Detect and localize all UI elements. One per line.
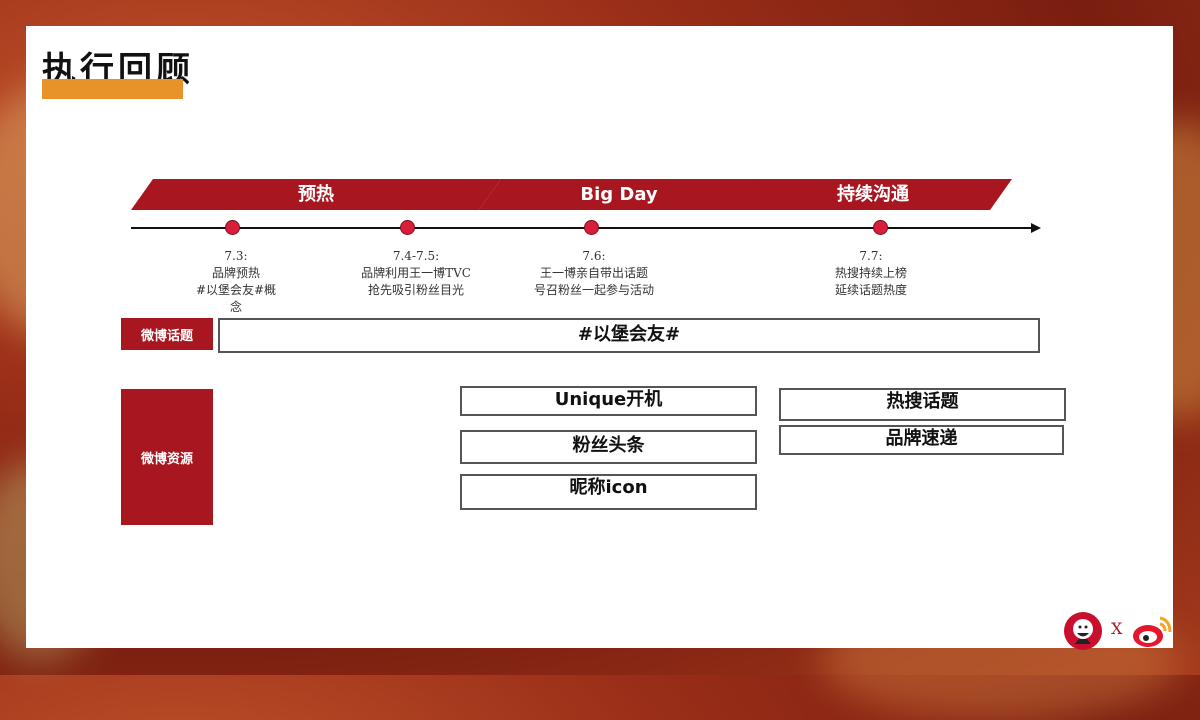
timeline-axis	[131, 227, 1033, 229]
phase-banner-shape	[131, 179, 501, 210]
phase-banner-shape	[734, 179, 1012, 210]
event-line: 号召粉丝一起参与活动	[533, 283, 654, 297]
timeline-event: 7.4-7.5: 品牌利用王一博TVC 抢先吸引粉丝目光	[336, 248, 496, 299]
phase-banner-preheat: 预热	[131, 179, 501, 210]
phase-banner-shape	[479, 179, 759, 210]
timeline-dot	[400, 220, 415, 235]
timeline-dot	[873, 220, 888, 235]
slide-canvas: 执行回顾 预热 Big Day 持续沟通 7.3: 品牌预热 #以堡会友#概 念…	[26, 26, 1173, 648]
title-underline-bar	[42, 79, 183, 99]
phase-label: 预热	[298, 184, 334, 205]
phase-label: 持续沟通	[837, 184, 909, 205]
weibo-eye-icon	[1133, 616, 1172, 647]
event-date: 7.4-7.5:	[392, 249, 440, 263]
event-line: 热搜持续上榜	[834, 266, 907, 280]
resource-item-fan-headline: 粉丝头条	[460, 430, 757, 464]
timeline-dot	[584, 220, 599, 235]
weibo-logo-icon	[1130, 612, 1174, 652]
logo-separator: X	[1111, 619, 1123, 638]
timeline-arrowhead	[1031, 223, 1041, 233]
resource-item-hot-search: 热搜话题	[779, 388, 1066, 421]
weibo-resources-label: 微博资源	[121, 389, 213, 525]
event-line: 品牌利用王一博TVC	[361, 266, 471, 280]
resource-item-brand-express: 品牌速递	[779, 425, 1064, 455]
timeline-dot	[225, 220, 240, 235]
event-line: #以堡会友#概	[195, 283, 277, 297]
event-line: 品牌预热	[211, 266, 260, 280]
kfc-colonel-icon	[1073, 619, 1093, 644]
weibo-topic-value: #以堡会友#	[218, 318, 1040, 353]
event-date: 7.3:	[224, 249, 248, 263]
phase-banner-continuous: 持续沟通	[734, 179, 1012, 210]
kfc-logo-icon	[1064, 612, 1102, 650]
timeline-event: 7.7: 热搜持续上榜 延续话题热度	[806, 248, 936, 299]
resource-item-unique-boot: Unique开机	[460, 386, 757, 416]
event-date: 7.6:	[582, 249, 606, 263]
event-line: 念	[229, 300, 242, 314]
timeline-event: 7.6: 王一博亲自带出话题 号召粉丝一起参与活动	[514, 248, 674, 299]
event-line: 王一博亲自带出话题	[539, 266, 648, 280]
timeline-event: 7.3: 品牌预热 #以堡会友#概 念	[178, 248, 294, 316]
resource-item-nickname-icon: 昵称icon	[460, 474, 757, 510]
event-line: 抢先吸引粉丝目光	[367, 283, 464, 297]
phase-label: Big Day	[580, 184, 658, 205]
event-date: 7.7:	[859, 249, 883, 263]
event-line: 延续话题热度	[834, 283, 907, 297]
weibo-topic-label: 微博话题	[121, 318, 213, 350]
phase-banner-bigday: Big Day	[479, 179, 759, 210]
